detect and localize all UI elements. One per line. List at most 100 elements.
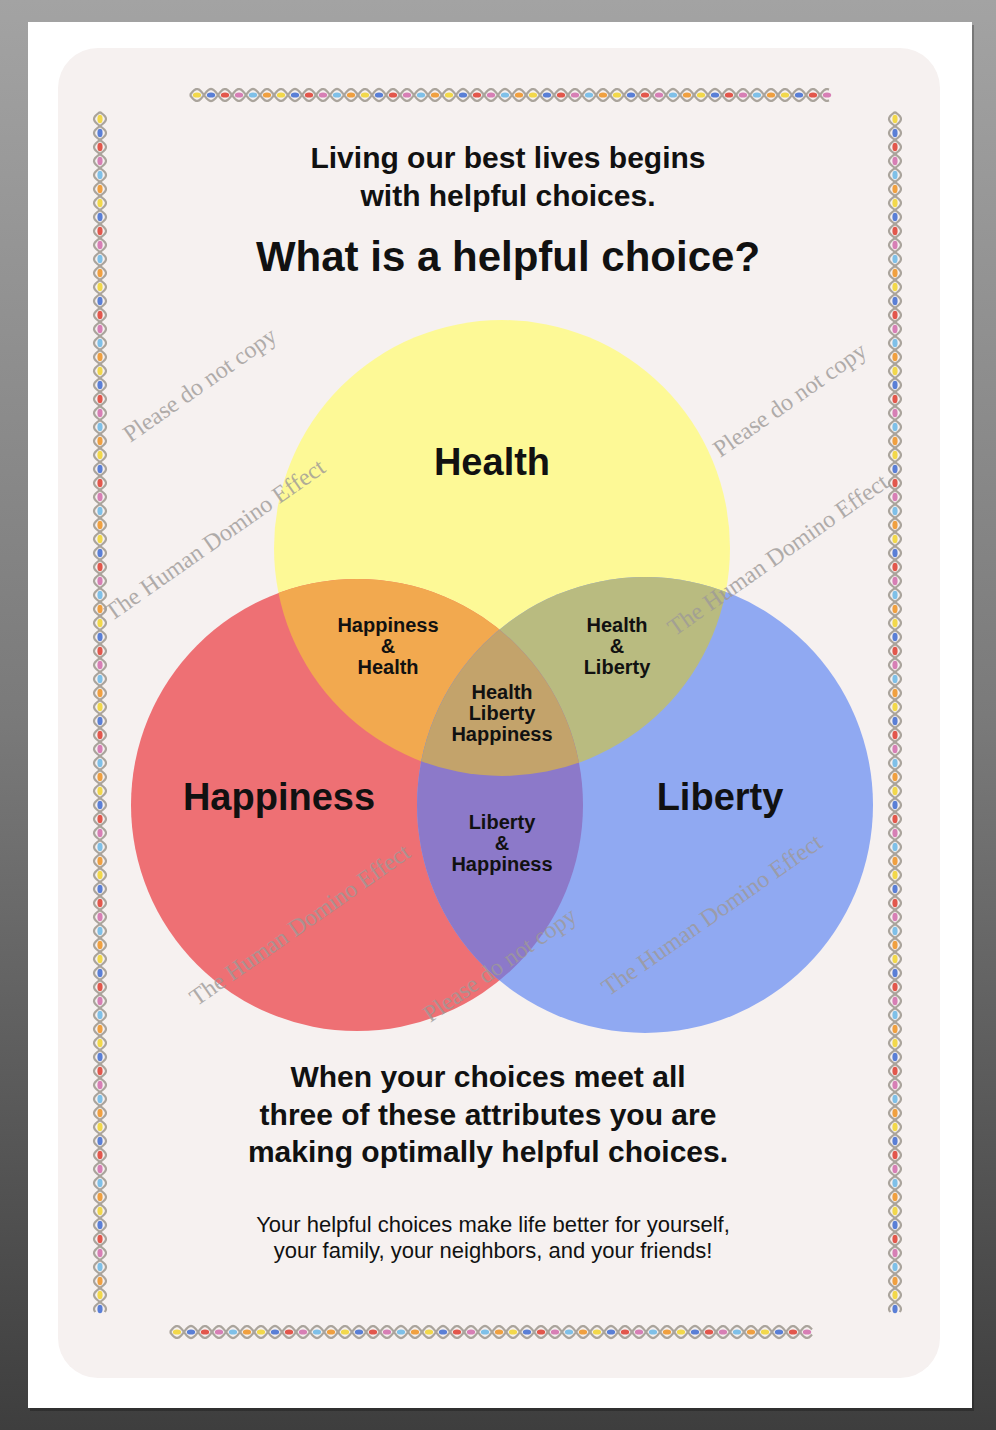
- chain-bead: [892, 451, 897, 459]
- chain-bead: [97, 1109, 102, 1117]
- chain-bead: [97, 381, 102, 389]
- chain-bead: [97, 269, 102, 277]
- chain-bead: [892, 1263, 897, 1271]
- chain-bead: [803, 1329, 811, 1334]
- chain-bead: [892, 1151, 897, 1159]
- chain-bead: [97, 507, 102, 515]
- chain-bead: [97, 843, 102, 851]
- chain-bead: [767, 92, 775, 97]
- chain-bead: [97, 1067, 102, 1075]
- chain-bead: [892, 1291, 897, 1299]
- chain-bead: [97, 451, 102, 459]
- chain-bead: [892, 689, 897, 697]
- chain-bead: [543, 92, 551, 97]
- chain-bead: [473, 92, 481, 97]
- chain-bead: [809, 92, 817, 97]
- chain-bead: [97, 731, 102, 739]
- chain-bead: [892, 703, 897, 711]
- chain-bead: [789, 1329, 797, 1334]
- circle-label: Liberty: [657, 776, 784, 819]
- chain-bead: [97, 619, 102, 627]
- chain-bead: [97, 591, 102, 599]
- chain-bead: [669, 92, 677, 97]
- chain-bead: [579, 1329, 587, 1334]
- chain-bead: [795, 92, 803, 97]
- chain-bead: [97, 185, 102, 193]
- chain-bead: [369, 1329, 377, 1334]
- chain-bead: [97, 969, 102, 977]
- chain-bead: [892, 199, 897, 207]
- chain-bead: [892, 269, 897, 277]
- chain-bead: [97, 647, 102, 655]
- chain-bead: [892, 283, 897, 291]
- chain-bead: [201, 1329, 209, 1334]
- chain-bead: [229, 1329, 237, 1334]
- chain-bead: [97, 885, 102, 893]
- chain-bead: [97, 479, 102, 487]
- chain-bead: [97, 927, 102, 935]
- chain-bead: [585, 92, 593, 97]
- chain-bead: [892, 479, 897, 487]
- white-page: [28, 22, 972, 1408]
- chain-bead: [892, 395, 897, 403]
- chain-bead: [97, 717, 102, 725]
- chain-bead: [725, 92, 733, 97]
- chain-bead: [892, 465, 897, 473]
- chain-bead: [892, 941, 897, 949]
- chain-bead: [739, 92, 747, 97]
- chain-bead: [221, 92, 229, 97]
- chain-bead: [565, 1329, 573, 1334]
- chain-bead: [892, 661, 897, 669]
- chain-strand: [190, 89, 829, 101]
- chain-bead: [892, 759, 897, 767]
- chain-bead: [599, 92, 607, 97]
- chain-bead: [97, 829, 102, 837]
- chain-bead: [551, 1329, 559, 1334]
- card-panel: [58, 48, 940, 1378]
- chain-bead: [97, 633, 102, 641]
- chain-bead: [285, 1329, 293, 1334]
- chain-bead: [641, 92, 649, 97]
- chain-bead: [383, 1329, 391, 1334]
- chain-bead: [691, 1329, 699, 1334]
- chain-bead: [892, 885, 897, 893]
- chain-bead: [97, 1053, 102, 1061]
- chain-bead: [243, 1329, 251, 1334]
- chain-bead: [425, 1329, 433, 1334]
- chain-bead: [97, 311, 102, 319]
- chain-bead: [439, 1329, 447, 1334]
- chain-bead: [271, 1329, 279, 1334]
- chain-bead: [333, 92, 341, 97]
- chain-strand: [889, 112, 901, 1312]
- chain-bead: [97, 1081, 102, 1089]
- chain-bead: [892, 213, 897, 221]
- chain-bead: [97, 1179, 102, 1187]
- chain-bead: [347, 92, 355, 97]
- chain-bead: [607, 1329, 615, 1334]
- chain-bead: [291, 92, 299, 97]
- watermark: Please do not copy: [118, 321, 282, 448]
- chain-bead: [235, 92, 243, 97]
- chain-bead: [97, 1011, 102, 1019]
- chain-bead: [97, 857, 102, 865]
- chain-bead: [501, 92, 509, 97]
- chain-bead: [97, 199, 102, 207]
- chain-bead: [403, 92, 411, 97]
- overlap-fill: [131, 579, 583, 1031]
- chain-bead: [892, 353, 897, 361]
- chain-bead: [97, 773, 102, 781]
- chain-bead: [97, 689, 102, 697]
- chain-bead: [97, 353, 102, 361]
- chain-bead: [97, 493, 102, 501]
- chain-bead: [97, 1291, 102, 1299]
- overlap-fill: [274, 320, 730, 776]
- chain-bead: [621, 1329, 629, 1334]
- chain-bead: [97, 339, 102, 347]
- chain-bead: [892, 983, 897, 991]
- chain-bead: [467, 1329, 475, 1334]
- chain-bead: [487, 92, 495, 97]
- chain-bead: [892, 423, 897, 431]
- chain-bead: [892, 1039, 897, 1047]
- chain-bead: [571, 92, 579, 97]
